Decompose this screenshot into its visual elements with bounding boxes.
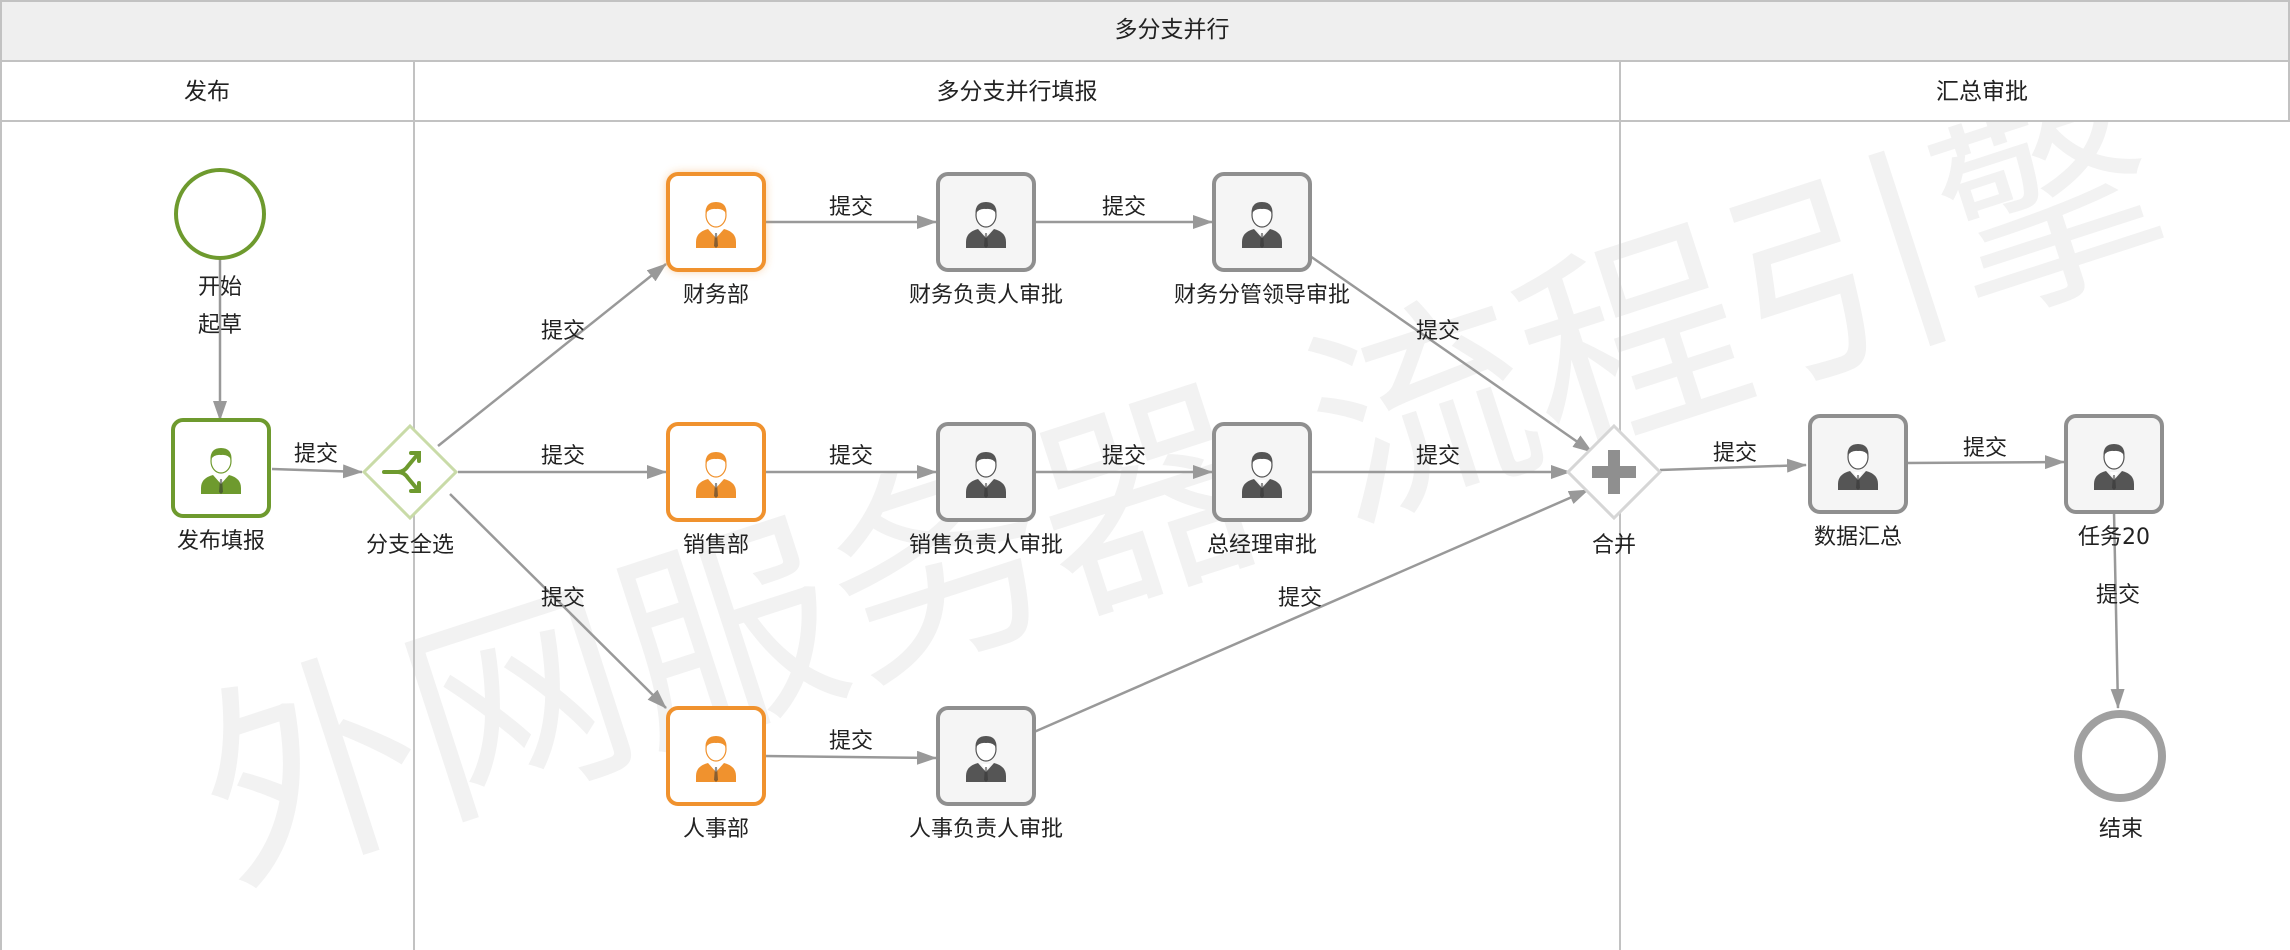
edge-label: 提交 [541,319,585,344]
edge-label: 提交 [829,195,873,220]
task-publish[interactable] [171,418,271,518]
end-event-circle-icon [2074,710,2166,802]
edge-collect-task20[interactable] [1905,455,2065,470]
edge-merge-collect[interactable] [1659,458,1807,473]
gateway-merge[interactable] [1565,423,1663,521]
edge-label: 提交 [829,729,873,754]
lane-title-publish: 发布 [184,79,230,105]
edge-hr-hrhead[interactable] [763,750,937,765]
edge-label: 提交 [1416,444,1460,469]
pool-title: 多分支并行 [1115,17,1230,43]
edge-label: 提交 [541,586,585,611]
task-label: 总经理审批 [1207,533,1317,558]
task-label: 财务分管领导审批 [1174,283,1350,308]
task-label: 销售负责人审批 [909,533,1063,558]
plus-icon [1592,450,1636,494]
lane-title-summary: 汇总审批 [1936,79,2028,105]
task-hr-head[interactable] [936,706,1036,806]
edge-split-hr[interactable] [449,493,667,709]
task-label: 财务负责人审批 [909,283,1063,308]
edge-label: 提交 [1102,444,1146,469]
task-label: 人事部 [683,817,749,842]
task-label: 发布填报 [177,529,265,554]
task-label: 数据汇总 [1814,525,1902,550]
start-event-circle-icon [174,168,266,260]
edge-label: 提交 [1278,586,1322,611]
edge-split-finance[interactable] [437,263,667,447]
edge-label: 提交 [2096,583,2140,608]
task-label: 任务20 [2078,525,2150,550]
gateway-label: 合并 [1592,533,1636,558]
end-event-label: 结束 [2099,817,2143,842]
gateway-label: 分支全选 [366,533,454,558]
edge-label: 提交 [1713,441,1757,466]
task-label: 人事负责人审批 [909,817,1063,842]
task-general-manager[interactable] [1212,422,1312,522]
lane-title-fill: 多分支并行填报 [937,79,1098,105]
edge-label: 提交 [1963,436,2007,461]
edge-task20-end[interactable] [2110,511,2125,709]
start-event[interactable] [174,168,266,260]
task-sales[interactable] [666,422,766,522]
edge-publish-split[interactable] [271,464,363,479]
task-hr[interactable] [666,706,766,806]
edge-labels: 提交 提交 提交 提交 提交 提交 提交 提交 提交 提交 提交 提交 提交 提… [294,195,2140,754]
task-finance[interactable] [666,172,766,272]
edge-finlead-merge[interactable] [1309,254,1593,454]
end-event[interactable] [2074,710,2166,802]
edge-label: 提交 [541,444,585,469]
edge-label: 提交 [294,442,338,467]
edge-hrhead-merge[interactable] [1033,488,1589,734]
edge-label: 提交 [1416,319,1460,344]
start-event-sublabel: 起草 [198,313,242,338]
task-data-collect[interactable] [1808,414,1908,514]
task-sales-head[interactable] [936,422,1036,522]
edges [213,215,2125,765]
task-label: 财务部 [683,283,749,308]
task-label: 销售部 [683,533,749,558]
task-finance-lead[interactable] [1212,172,1312,272]
edge-label: 提交 [829,444,873,469]
start-event-label: 开始 [198,275,242,300]
task-finance-head[interactable] [936,172,1036,272]
branch-split-icon [382,451,421,493]
edge-label: 提交 [1102,195,1146,220]
gateway-split[interactable] [361,423,459,521]
task-20[interactable] [2064,414,2164,514]
